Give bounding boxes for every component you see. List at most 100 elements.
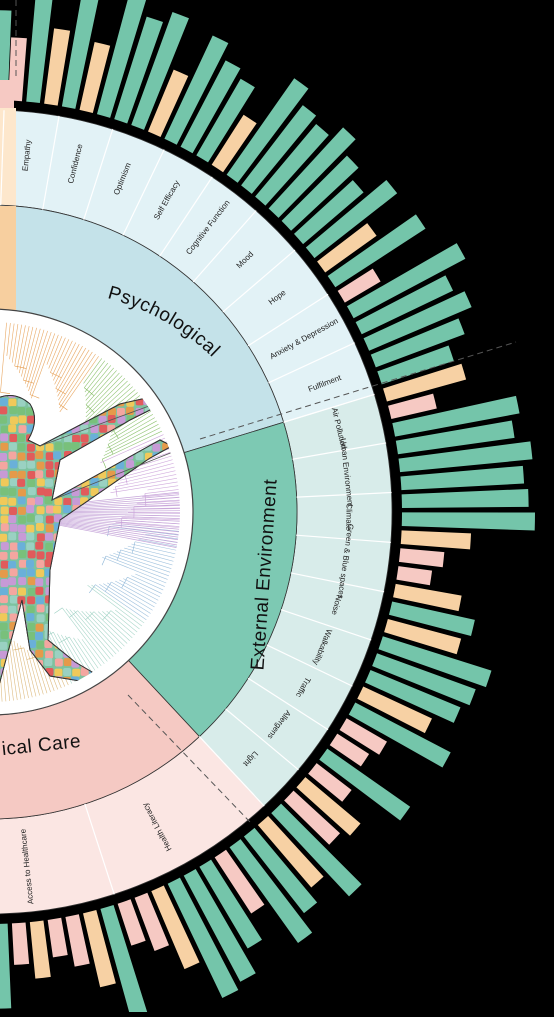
mosaic-tile [10, 478, 18, 486]
mosaic-tile [8, 577, 16, 585]
mosaic-tile [35, 578, 43, 586]
mosaic-tile [9, 406, 17, 414]
mosaic-tile [10, 542, 18, 550]
mosaic-tile [44, 496, 52, 504]
mosaic-tile [36, 560, 44, 568]
mosaic-tile [1, 507, 9, 515]
mosaic-tile [0, 406, 7, 414]
mosaic-tile [8, 532, 16, 540]
mosaic-tile [9, 507, 17, 515]
mosaic-tile [72, 669, 80, 677]
mosaic-tile [10, 471, 18, 479]
factor-bar [0, 924, 11, 1009]
mosaic-tile [8, 498, 16, 506]
mosaic-tile [0, 613, 7, 621]
mosaic-tile [18, 577, 26, 585]
mosaic-tile [0, 552, 8, 560]
mosaic-tile [1, 426, 9, 434]
mosaic-tile [9, 434, 17, 442]
mosaic-tile [35, 470, 43, 478]
mosaic-tile [35, 632, 43, 640]
mosaic-tile [0, 497, 8, 505]
mosaic-tile [46, 516, 54, 524]
mosaic-tile [44, 489, 52, 497]
mosaic-tile [27, 605, 35, 613]
mosaic-tile [18, 461, 26, 469]
mosaic-tile [10, 595, 18, 603]
mosaic-tile [35, 650, 43, 658]
mosaic-tile [0, 642, 7, 650]
mosaic-tile [18, 489, 26, 497]
mosaic-tile [9, 587, 17, 595]
mosaic-tile [27, 444, 35, 452]
mosaic-tile [26, 525, 34, 533]
mosaic-tile [8, 561, 16, 569]
mosaic-tile [45, 533, 53, 541]
mosaic-tile [1, 478, 9, 486]
mosaic-tile [37, 478, 45, 486]
mosaic-tile [18, 425, 26, 433]
factor-bar [401, 530, 471, 549]
mosaic-tile [46, 505, 54, 513]
mosaic-tile [63, 505, 71, 513]
factor-bar [399, 548, 444, 567]
mosaic-tile [27, 453, 35, 461]
mosaic-tile [27, 416, 35, 424]
mosaic-tile [27, 498, 35, 506]
mosaic-tile [27, 461, 35, 469]
mosaic-tile [27, 568, 35, 576]
mosaic-tile [26, 532, 34, 540]
mosaic-tile [54, 669, 62, 677]
mosaic-tile [64, 442, 72, 450]
mosaic-tile [18, 507, 26, 515]
mosaic-tile [0, 605, 8, 613]
mosaic-tile [54, 442, 62, 450]
mosaic-tile [37, 604, 45, 612]
mosaic-tile [28, 577, 36, 585]
mosaic-tile [17, 434, 25, 442]
mosaic-tile [26, 613, 34, 621]
mosaic-tile [1, 561, 9, 569]
factor-bar [12, 922, 29, 964]
mosaic-tile [26, 505, 34, 513]
mosaic-tile [27, 514, 35, 522]
mosaic-tile [46, 452, 54, 460]
mosaic-tile [19, 560, 27, 568]
mosaic-tile [64, 658, 72, 666]
mosaic-tile [36, 641, 44, 649]
mosaic-tile [37, 506, 45, 514]
mosaic-tile [35, 497, 43, 505]
mosaic-tile [8, 451, 16, 459]
mosaic-tile [18, 588, 26, 596]
mosaic-tile [27, 479, 35, 487]
mosaic-tile [37, 533, 45, 541]
mosaic-tile [26, 560, 34, 568]
mosaic-tile [55, 659, 63, 667]
mosaic-tile [0, 398, 8, 406]
mosaic-tile [0, 443, 8, 451]
mosaic-tile [18, 415, 26, 423]
factor-bar [30, 921, 51, 979]
mosaic-tile [27, 596, 35, 604]
mosaic-tile [1, 542, 9, 550]
mosaic-tile [36, 523, 44, 531]
mosaic-tile [72, 442, 80, 450]
mosaic-tile [63, 668, 71, 676]
mosaic-tile [18, 569, 26, 577]
mosaic-tile [46, 524, 54, 532]
mosaic-tile [45, 479, 53, 487]
mosaic-tile [0, 579, 8, 587]
mosaic-tile [8, 398, 16, 406]
factor-bar [402, 489, 529, 508]
mosaic-tile [28, 588, 36, 596]
mosaic-tile [63, 498, 71, 506]
mosaic-tile [0, 433, 8, 441]
mosaic-tile [0, 453, 7, 461]
mosaic-tile [37, 614, 45, 622]
mosaic-tile [45, 651, 53, 659]
mosaic-tile [0, 416, 7, 424]
left-bar-strip [0, 80, 14, 108]
mosaic-tile [81, 434, 89, 442]
